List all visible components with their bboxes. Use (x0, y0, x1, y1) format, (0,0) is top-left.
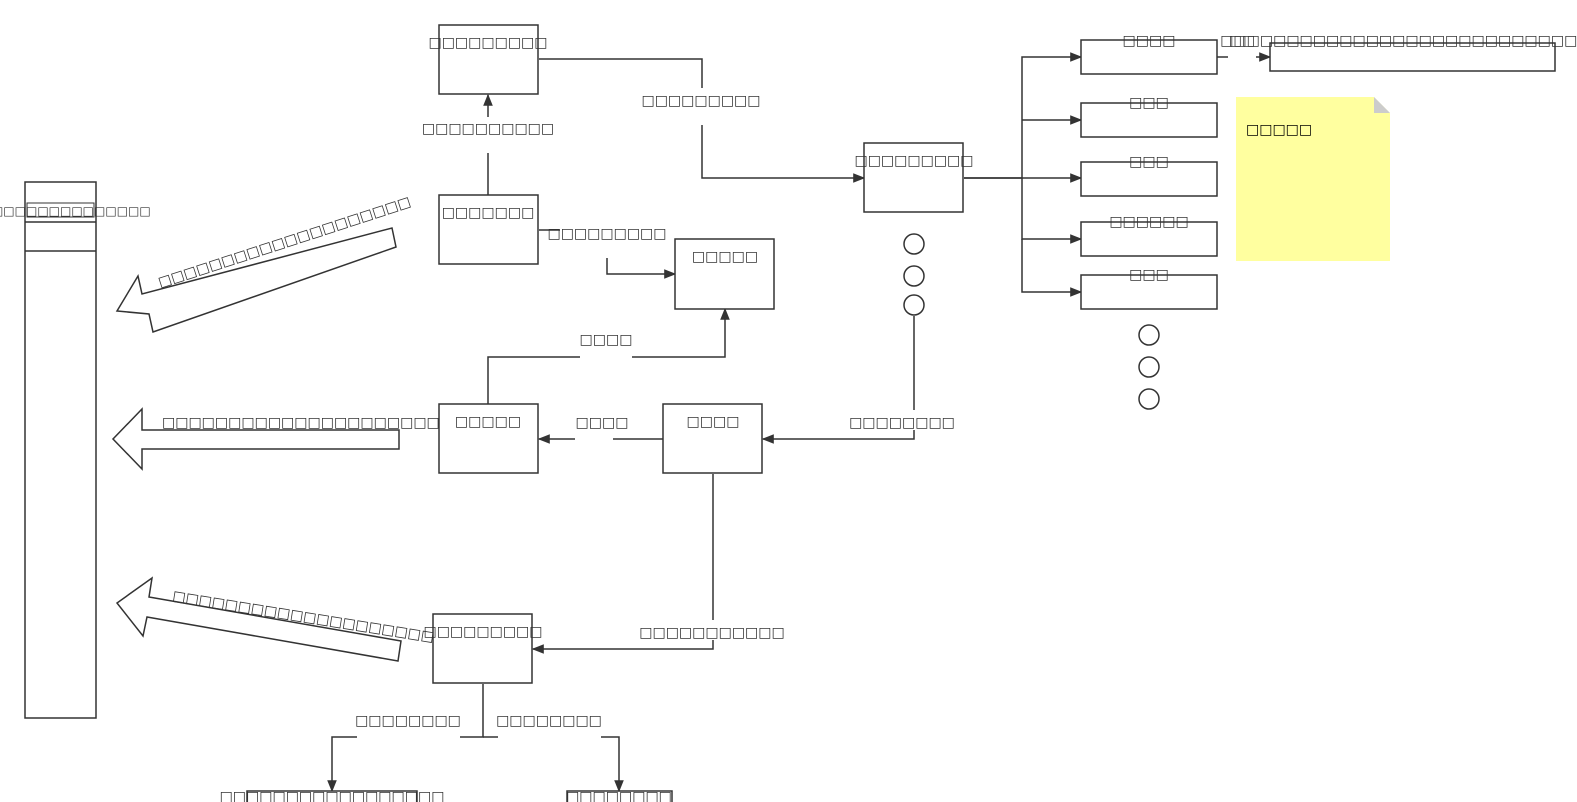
big-arrow-bottom: □□□□□□□□□□□□□□□□□□□□ (115, 576, 435, 662)
node-hub-label: □□□□□□□□□ (854, 153, 973, 169)
node-top-center-label: □□□□□□□□□ (428, 35, 547, 51)
node-lower-left[interactable]: □□□□□□□□□ (423, 613, 543, 684)
node-lower-left-label: □□□□□□□□□ (423, 624, 542, 640)
node-far-right[interactable]: □□□□□□□□□□□□□□□□□□□□□□□□□□□□□ (1220, 33, 1577, 72)
node-top-center[interactable]: □□□□□□□□□ (428, 24, 548, 95)
edge-label-center-to-lower: □□□□□□□□□□□ (639, 625, 785, 641)
edge-label-mid-to-top: □□□□□□□□□□ (422, 121, 554, 137)
big-arrow-top: □□□□□□□□□□□□□□□□□□□□ (115, 194, 413, 333)
node-left-proc[interactable]: □□□□□ (438, 403, 539, 474)
edge-label-hub-to-center: □□□□□□□□ (849, 415, 955, 431)
ellipsis-dot-icon (1138, 324, 1160, 346)
list-item-2[interactable]: □□□ (1080, 95, 1218, 138)
list-item-4-label: □□□□□□ (1109, 214, 1188, 230)
ellipsis-dots-hub (903, 233, 925, 316)
list-item-4[interactable]: □□□□□□ (1080, 214, 1218, 257)
edge-labels: □□□□□□□□□□ □□□□□□□□□ □□□□□□□□□ □□□□ □□□□… (355, 30, 1256, 744)
database-header-label: □□□□□□□□□□□□□□□□ (0, 204, 151, 218)
node-far-right-label: □□□□□□□□□□□□□□□□□□□□□□□□□□□□□ (1220, 33, 1577, 49)
edge-label-lower-to-bottom-right: □□□□□□□□ (496, 713, 602, 729)
node-bottom-left-label: □□□□□□□□□□□□□□□□□ (220, 789, 445, 802)
sticky-note-text: □□□□□ (1246, 122, 1312, 138)
node-bottom-left[interactable]: □□□□□□□□□□□□□□□□□ (220, 789, 445, 802)
list-item-1-label: □□□□ (1123, 33, 1176, 49)
edge-hub-to-list-5 (1021, 239, 1083, 297)
sticky-note[interactable]: □□□□□ (1236, 97, 1390, 261)
ellipsis-dot-icon (903, 233, 925, 255)
node-left-proc-label: □□□□□ (455, 414, 521, 430)
ellipsis-dots-list (1138, 324, 1160, 410)
node-mid-small-label: □□□□□ (692, 249, 758, 265)
node-mid-left[interactable]: □□□□□□□ (438, 194, 539, 265)
list-item-3-label: □□□ (1129, 154, 1169, 170)
list-item-5[interactable]: □□□ (1080, 267, 1218, 310)
ellipsis-dot-icon (903, 294, 925, 316)
edge-lower-to-bottom-right (483, 736, 624, 793)
node-mid-small[interactable]: □□□□□ (674, 238, 775, 310)
edge-label-left-to-small: □□□□ (580, 332, 633, 348)
edge-label-lower-to-bottom-left: □□□□□□□□ (355, 713, 461, 729)
node-bottom-right-label: □□□□□□□□ (566, 789, 672, 802)
ellipsis-dot-icon (903, 265, 925, 287)
node-center-proc-label: □□□□ (687, 414, 740, 430)
list-item-1[interactable]: □□□□ (1080, 33, 1218, 75)
list-item-5-label: □□□ (1129, 267, 1169, 283)
edge-label-center-to-left: □□□□ (576, 415, 629, 431)
edge-hub-to-center (761, 316, 915, 444)
edge-label-list1-to-far: □□ (1229, 33, 1255, 49)
node-bottom-right[interactable]: □□□□□□□□ (566, 789, 673, 802)
list-item-2-label: □□□ (1129, 95, 1169, 111)
ellipsis-dot-icon (1138, 356, 1160, 378)
edge-label-mid-to-small: □□□□□□□□□ (547, 226, 666, 242)
ellipsis-dot-icon (1138, 388, 1160, 410)
edge-label-top-to-hub: □□□□□□□□□ (641, 93, 760, 109)
big-arrow-middle: □□□□□□□□□□□□□□□□□□□□□ (111, 407, 440, 471)
edge-hub-to-list-1 (964, 52, 1083, 179)
database-container[interactable]: □□□□□□□□□□□□□□□□ (0, 181, 151, 719)
node-hub[interactable]: □□□□□□□□□ (854, 142, 974, 213)
node-mid-left-label: □□□□□□□ (442, 205, 535, 221)
node-center-proc[interactable]: □□□□ (662, 403, 763, 474)
edge-center-to-lower (531, 474, 714, 654)
edge-hub-to-list-4 (1021, 178, 1083, 244)
big-arrow-middle-label: □□□□□□□□□□□□□□□□□□□□□ (162, 415, 440, 431)
list-item-3[interactable]: □□□ (1080, 154, 1218, 197)
